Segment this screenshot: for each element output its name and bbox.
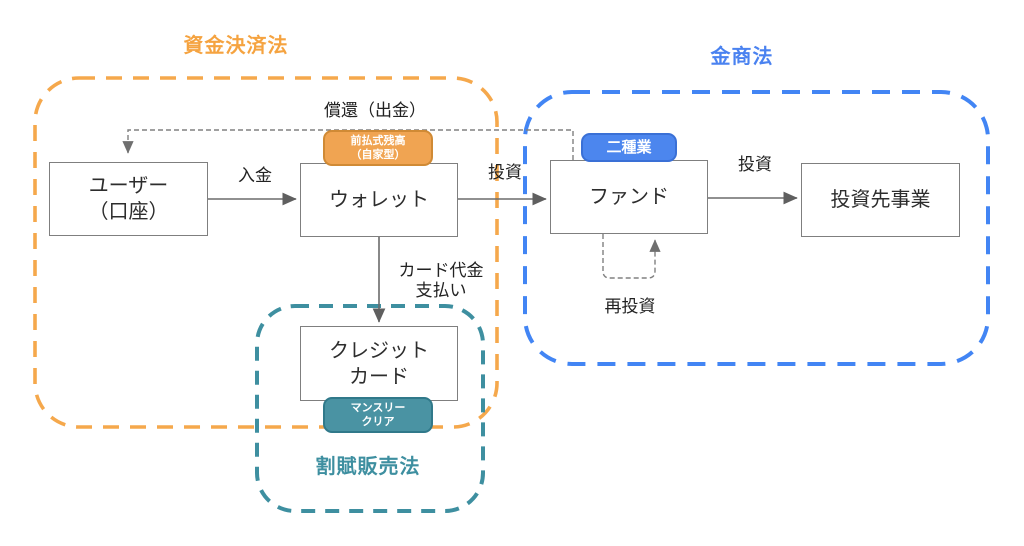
badge-monthly-line2: クリア [361,416,395,428]
badge-prepaid-balance: 前払式残高 （自家型） [323,130,433,166]
edge-label-card-payment-line1: カード代金 [398,261,484,280]
node-wallet: ウォレット [300,163,458,237]
node-investee-label: 投資先事業 [830,189,931,211]
edge-label-deposit: 入金 [238,166,272,185]
region-title-payment-services-act: 資金決済法 [183,35,289,57]
edge-label-reinvest: 再投資 [604,297,656,316]
node-credit-label-line2: カード [349,365,409,388]
region-payment-services-act [33,76,499,429]
region-fiea [523,90,990,366]
badge-monthly-clear: マンスリー クリア [323,397,433,433]
arrow-reinvest-dashed [602,234,661,279]
node-fund: ファンド [550,160,708,234]
node-fund-label: ファンド [589,186,669,208]
badge-type2-business: 二種業 [581,133,677,162]
node-user-label-line1: ユーザー [88,175,169,197]
edge-label-redemption: 償還（出金） [324,101,426,120]
node-investee-business: 投資先事業 [801,163,960,237]
node-user-account: ユーザー （口座） [49,162,208,236]
node-user-label-line2: （口座） [88,201,169,223]
node-credit-card: クレジット カード [300,326,458,401]
badge-type2-label: 二種業 [606,138,652,156]
badge-monthly-line1: マンスリー [350,401,406,414]
edge-label-card-payment-line2: 支払い [415,281,467,301]
region-title-installment-sales-act: 割賦販売法 [315,456,421,478]
node-credit-label-line1: クレジット [329,339,429,362]
badge-prepaid-line1: 前払式残高 [350,134,406,147]
node-wallet-label: ウォレット [329,189,429,211]
edge-label-invest-wallet-fund: 投資 [488,163,522,182]
region-title-fiea: 金商法 [710,46,774,68]
region-installment-sales-act [255,304,485,513]
badge-prepaid-line2: （自家型） [350,149,406,161]
edge-label-invest-fund-investee: 投資 [738,155,772,174]
edge-label-card-payment: カード代金 支払い [399,261,484,302]
